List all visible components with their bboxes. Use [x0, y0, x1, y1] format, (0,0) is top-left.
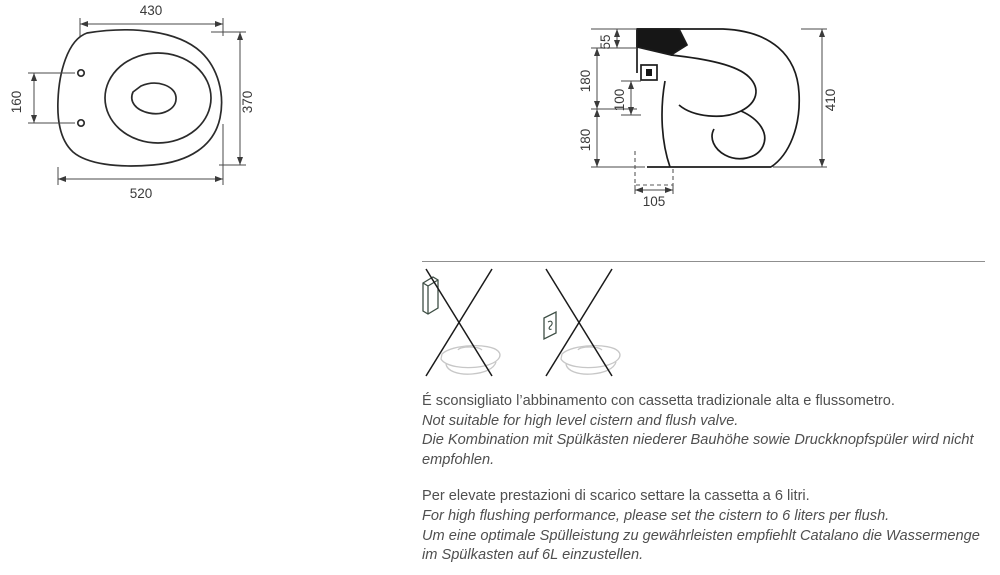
side-view-dimension-lines	[591, 28, 827, 194]
hinge-hole-bottom	[76, 118, 86, 128]
dim-label-180-lower: 180	[578, 129, 593, 152]
flush-valve-symbol	[543, 310, 557, 341]
no-high-cistern-icon	[422, 268, 501, 377]
cross-out	[425, 268, 493, 377]
hidden-outlet	[634, 151, 674, 186]
hinge-hole-top	[76, 68, 86, 78]
dim-label-160: 160	[9, 91, 24, 114]
water-spot	[130, 82, 177, 115]
dim-label-105: 105	[643, 194, 666, 209]
flush-text-it: Per elevate prestazioni di scarico setta…	[422, 488, 810, 505]
pedestal-front	[661, 80, 671, 168]
toilet-sketch	[560, 345, 621, 375]
bowl-opening	[104, 52, 212, 144]
dim-label-100: 100	[612, 89, 627, 112]
cross-out	[545, 268, 613, 377]
flush-settings-block: Per elevate prestazioni di scarico setta…	[422, 487, 988, 565]
trap	[711, 110, 766, 160]
dim-label-520: 520	[130, 186, 153, 201]
dim-label-430: 430	[140, 3, 163, 18]
warning-text-en: Not suitable for high level cistern and …	[422, 412, 739, 429]
warning-text-it: É sconsigliato l’abbinamento con cassett…	[422, 393, 895, 409]
dim-label-180-upper: 180	[578, 70, 593, 93]
dim-label-370: 370	[240, 91, 255, 114]
fixing-hole	[640, 64, 658, 81]
section-divider	[422, 261, 985, 262]
flush-text-de: Um eine optimale Spülleistung zu gewährl…	[422, 527, 980, 564]
toilet-sketch	[440, 345, 501, 375]
notes-section: É sconsigliato l’abbinamento con cassett…	[422, 392, 988, 566]
dim-label-410: 410	[823, 89, 838, 112]
flush-text-en: For high flushing performance, please se…	[422, 507, 890, 524]
top-view-drawing: 430 520 370 160	[9, 3, 255, 201]
high-cistern-symbol	[422, 276, 439, 315]
top-view-dimension-lines	[28, 18, 246, 185]
seat-outline	[57, 29, 223, 167]
toilet-section-profile	[636, 28, 801, 168]
no-flush-valve-icon	[543, 268, 621, 377]
bowl-inner	[670, 54, 757, 118]
flush-inlet	[636, 28, 689, 56]
dim-label-55: 55	[598, 34, 613, 49]
side-view-drawing: 55 180 100 180 410 105	[578, 28, 838, 209]
warning-text-de: Die Kombination mit Spülkästen niederer …	[422, 432, 974, 468]
